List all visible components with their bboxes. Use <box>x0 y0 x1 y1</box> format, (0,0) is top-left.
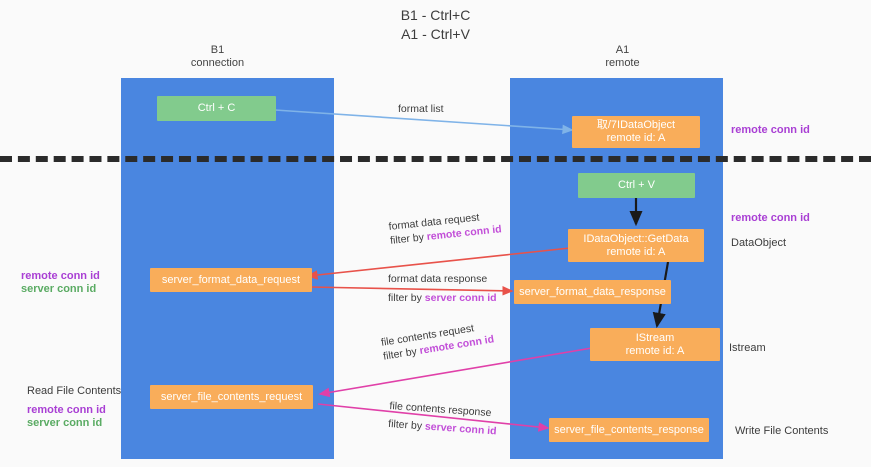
lane-b1-name: B1 <box>210 44 225 56</box>
edge-format-data-response-text: format data response <box>388 273 488 285</box>
node-server-format-data-request-label: server_format_data_request <box>161 273 301 286</box>
edge-file-contents-response-prefix: filter by <box>387 417 426 433</box>
edge-label-format-data-request: format data request filter by remote con… <box>388 208 502 248</box>
annotation-right-top-remote: remote conn id <box>731 124 810 136</box>
node-server-file-contents-response-label: server_file_contents_response <box>554 423 704 436</box>
edge-format-list-text: format list <box>398 103 444 115</box>
diagram-title: B1 - Ctrl+C A1 - Ctrl+V <box>0 6 871 44</box>
annotation-write-file-contents: Write File Contents <box>735 425 829 437</box>
node-getdata-line1: IDataObject::GetData <box>583 232 689 245</box>
annotation-istream: Istream <box>729 342 766 354</box>
annotation-left-bottom-server: server conn id <box>27 417 103 429</box>
lane-header-b1: B1 connection <box>140 44 295 70</box>
lane-a1-role: remote <box>605 57 640 69</box>
node-server-format-data-request[interactable]: server_format_data_request <box>150 268 312 292</box>
node-istream[interactable]: IStream remote id: A <box>590 328 720 361</box>
node-ctrl-v[interactable]: Ctrl + V <box>578 173 695 198</box>
node-server-format-data-response[interactable]: server_format_data_response <box>514 280 671 304</box>
annotation-left-mid-remote: remote conn id <box>21 270 100 282</box>
annotation-dataobject: DataObject <box>731 237 787 249</box>
node-ctrl-v-label: Ctrl + V <box>618 179 655 191</box>
edge-label-format-data-response: format data response filter by server co… <box>388 272 497 305</box>
edge-format-data-response-prefix: filter by <box>388 292 425 304</box>
node-idataobject-line1: 取/7IDataObject <box>596 119 676 131</box>
edge-format-data-response-key: server conn id <box>424 292 497 304</box>
title-line-2: A1 - Ctrl+V <box>401 26 470 42</box>
node-server-file-contents-request-label: server_file_contents_request <box>160 390 303 403</box>
annotation-left-mid-server: server conn id <box>21 283 97 295</box>
phase-divider <box>0 156 871 162</box>
node-server-file-contents-request[interactable]: server_file_contents_request <box>150 385 313 409</box>
lane-header-a1: A1 remote <box>545 44 700 70</box>
node-istream-line1: IStream <box>635 331 675 344</box>
edge-label-file-contents-response: file contents response filter by server … <box>388 399 499 438</box>
annotation-read-file-contents: Read File Contents <box>27 385 122 397</box>
title-line-1: B1 - Ctrl+C <box>400 7 471 23</box>
node-idataobject-line2: remote id: A <box>606 132 666 144</box>
node-server-format-data-response-label: server_format_data_response <box>519 285 666 298</box>
edge-format-data-request-prefix: filter by <box>389 231 428 247</box>
lane-a1-name: A1 <box>615 44 630 56</box>
node-server-file-contents-response[interactable]: server_file_contents_response <box>549 418 709 442</box>
edge-label-file-contents-request: file contents request filter by remote c… <box>380 318 495 363</box>
edge-file-contents-response-key: server conn id <box>424 420 497 438</box>
node-idataobject-remote[interactable]: 取/7IDataObject remote id: A <box>572 116 700 148</box>
node-getdata[interactable]: IDataObject::GetData remote id: A <box>568 229 704 262</box>
node-getdata-line2: remote id: A <box>606 245 666 258</box>
annotation-left-bottom-remote: remote conn id <box>27 404 106 416</box>
lane-b1-role: connection <box>190 57 245 69</box>
node-ctrl-c[interactable]: Ctrl + C <box>157 96 276 121</box>
node-ctrl-c-label: Ctrl + C <box>197 102 236 114</box>
annotation-right-mid-remote: remote conn id <box>731 212 810 224</box>
edge-label-format-list: format list <box>398 102 444 116</box>
node-istream-line2: remote id: A <box>625 344 685 357</box>
